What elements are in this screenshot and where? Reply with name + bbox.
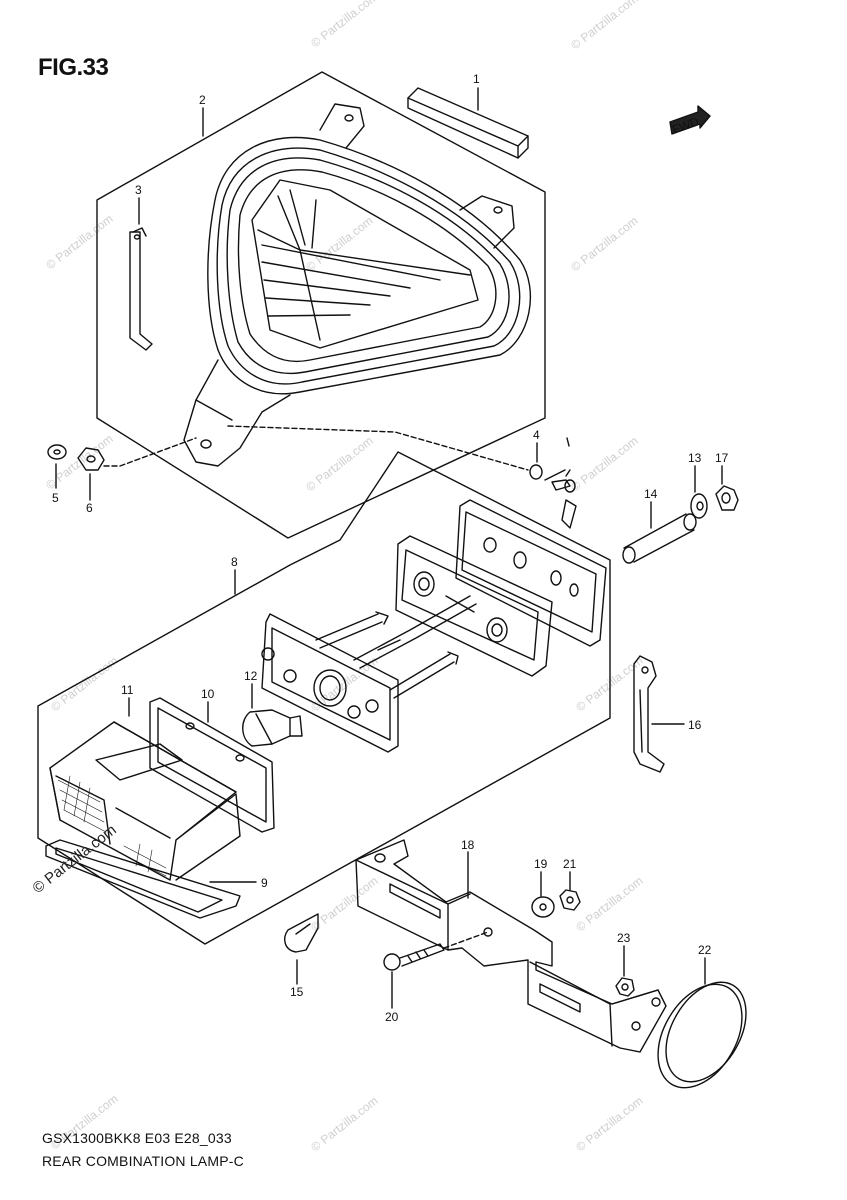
callout-numbers: 1 2 3 4 5 6 8 9 10 11 12 13 14 15 16 17 … bbox=[52, 72, 729, 1024]
lower-group-outline bbox=[37, 451, 611, 945]
nut-part bbox=[559, 889, 581, 911]
callout-11: 11 bbox=[121, 683, 134, 697]
reflector-strip-part bbox=[407, 87, 529, 159]
callout-16: 16 bbox=[688, 718, 702, 732]
callout-18: 18 bbox=[461, 838, 475, 852]
watermark: © Partzilla.com bbox=[303, 434, 375, 495]
fwd-label: FWD bbox=[670, 114, 701, 137]
mount-bracket-part bbox=[633, 655, 665, 773]
callout-15: 15 bbox=[290, 985, 304, 999]
lamp-holder-part bbox=[395, 535, 553, 677]
screw-part bbox=[551, 469, 576, 493]
watermark: © Partzilla.com bbox=[308, 0, 380, 50]
screw-part bbox=[383, 943, 445, 971]
callout-5: 5 bbox=[52, 491, 59, 505]
wire-lead-part bbox=[561, 499, 577, 529]
watermark: © Partzilla.com bbox=[573, 874, 645, 935]
nut-part bbox=[77, 447, 105, 471]
watermark: © Partzilla.com bbox=[573, 1094, 645, 1155]
license-plate-bracket-part bbox=[355, 839, 667, 1053]
callout-6: 6 bbox=[86, 501, 93, 515]
spacer-collar-part bbox=[622, 513, 697, 564]
callout-13: 13 bbox=[688, 451, 702, 465]
watermark: © Partzilla.com bbox=[43, 212, 115, 273]
forward-arrow-icon bbox=[669, 105, 711, 135]
bulb-part bbox=[242, 709, 303, 747]
socket-plate-part bbox=[261, 595, 477, 753]
watermark: © Partzilla.com bbox=[568, 0, 640, 52]
callout-8: 8 bbox=[231, 555, 238, 569]
washer-part bbox=[529, 464, 543, 480]
bracket-strip-part bbox=[129, 227, 153, 351]
leader-line bbox=[544, 469, 566, 481]
leader-line bbox=[103, 437, 197, 467]
leader-line bbox=[227, 425, 529, 471]
leader-line bbox=[443, 931, 489, 949]
callout-17: 17 bbox=[715, 451, 729, 465]
watermarks: © Partzilla.com © Partzilla.com © Partzi… bbox=[43, 0, 645, 1154]
assembly-name: REAR COMBINATION LAMP-C bbox=[42, 1153, 244, 1169]
license-lamp-lens-part bbox=[49, 721, 241, 881]
model-code: GSX1300BKK8 E03 E28_033 bbox=[42, 1130, 232, 1146]
callout-2: 2 bbox=[199, 93, 206, 107]
callout-20: 20 bbox=[385, 1010, 399, 1024]
callout-4: 4 bbox=[533, 428, 540, 442]
tail-lamp-lens-part bbox=[183, 103, 532, 467]
callout-3: 3 bbox=[135, 183, 142, 197]
watermark: © Partzilla.com bbox=[308, 874, 380, 935]
washer-part bbox=[690, 493, 708, 519]
callout-22: 22 bbox=[698, 943, 712, 957]
callout-1: 1 bbox=[473, 72, 480, 86]
callout-10: 10 bbox=[201, 687, 215, 701]
callout-9: 9 bbox=[261, 876, 268, 890]
callout-14: 14 bbox=[644, 487, 658, 501]
lower-gasket-part bbox=[45, 839, 241, 919]
round-reflector-part bbox=[657, 981, 747, 1089]
callout-19: 19 bbox=[534, 857, 548, 871]
upper-group-outline bbox=[96, 71, 546, 539]
watermark: © Partzilla.com bbox=[48, 654, 120, 715]
callout-12: 12 bbox=[244, 669, 258, 683]
callout-21: 21 bbox=[563, 857, 577, 871]
lamp-base-gasket-part bbox=[455, 499, 607, 647]
nut-part bbox=[715, 485, 739, 511]
washer-part bbox=[47, 444, 67, 460]
watermark: © Partzilla.com bbox=[43, 432, 115, 493]
leader-line bbox=[566, 437, 570, 447]
washer-part bbox=[531, 896, 555, 918]
watermark: © Partzilla.com bbox=[568, 434, 640, 495]
nut-part bbox=[615, 977, 635, 997]
figure-title: FIG.33 bbox=[38, 54, 109, 81]
callout-23: 23 bbox=[617, 931, 631, 945]
watermark: © Partzilla.com bbox=[568, 214, 640, 275]
rubber-cap-part bbox=[284, 913, 319, 953]
watermark: © Partzilla.com bbox=[308, 1094, 380, 1155]
